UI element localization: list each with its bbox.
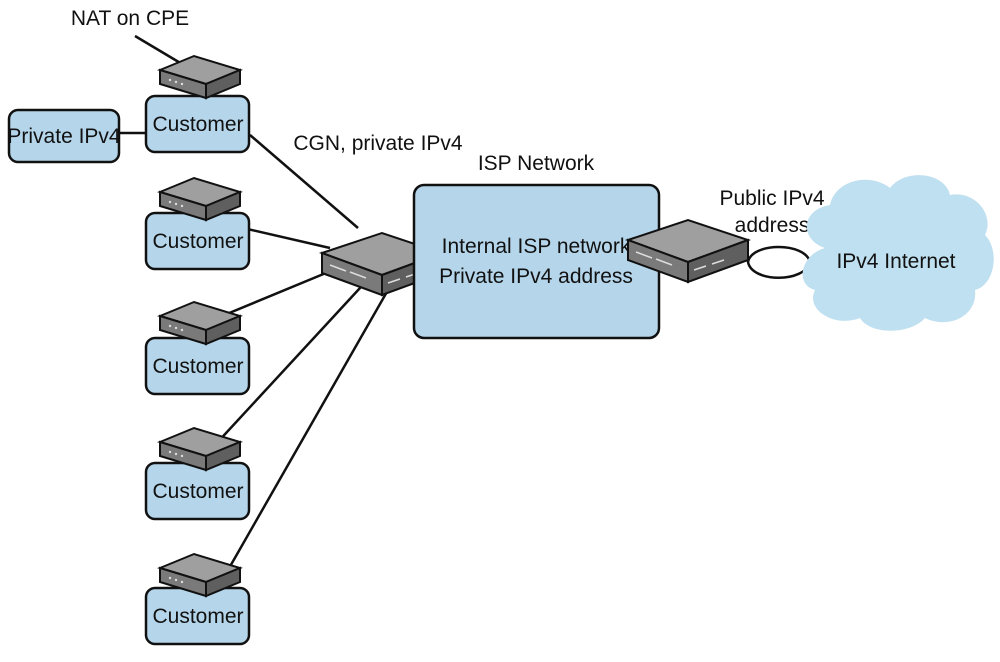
nat-pointer-line <box>134 34 183 66</box>
ipv4-internet-label: IPv4 Internet <box>836 250 955 273</box>
internet-cloud <box>802 175 994 331</box>
customer-label: Customer <box>152 480 243 503</box>
isp-network-box <box>412 183 661 340</box>
internal-network-line1: Internal ISP network <box>442 235 631 258</box>
nat-on-cpe-label: NAT on CPE <box>71 7 189 30</box>
cgn-label: CGN, private IPv4 <box>293 132 463 155</box>
link-customer-5-cgn <box>226 289 390 571</box>
link-customer-1-cgn <box>249 134 359 229</box>
link-customer-4-cgn <box>214 274 373 446</box>
customer-label: Customer <box>152 230 243 253</box>
customer-label: Customer <box>152 113 243 136</box>
public-link-loop <box>746 245 812 279</box>
private-ipv4-label: Private IPv4 <box>7 125 121 148</box>
customer-label: Customer <box>152 605 243 628</box>
private-ipv4-box <box>7 108 121 164</box>
internal-network-line2: Private IPv4 address <box>439 265 633 288</box>
link-customer-3-cgn <box>221 266 339 318</box>
isp-network-label: ISP Network <box>478 152 595 175</box>
public-ipv4-line2: address <box>735 214 810 237</box>
cpe-router-icon <box>159 55 241 99</box>
customer-label: Customer <box>152 355 243 378</box>
public-ipv4-line1: Public IPv4 <box>719 187 824 210</box>
